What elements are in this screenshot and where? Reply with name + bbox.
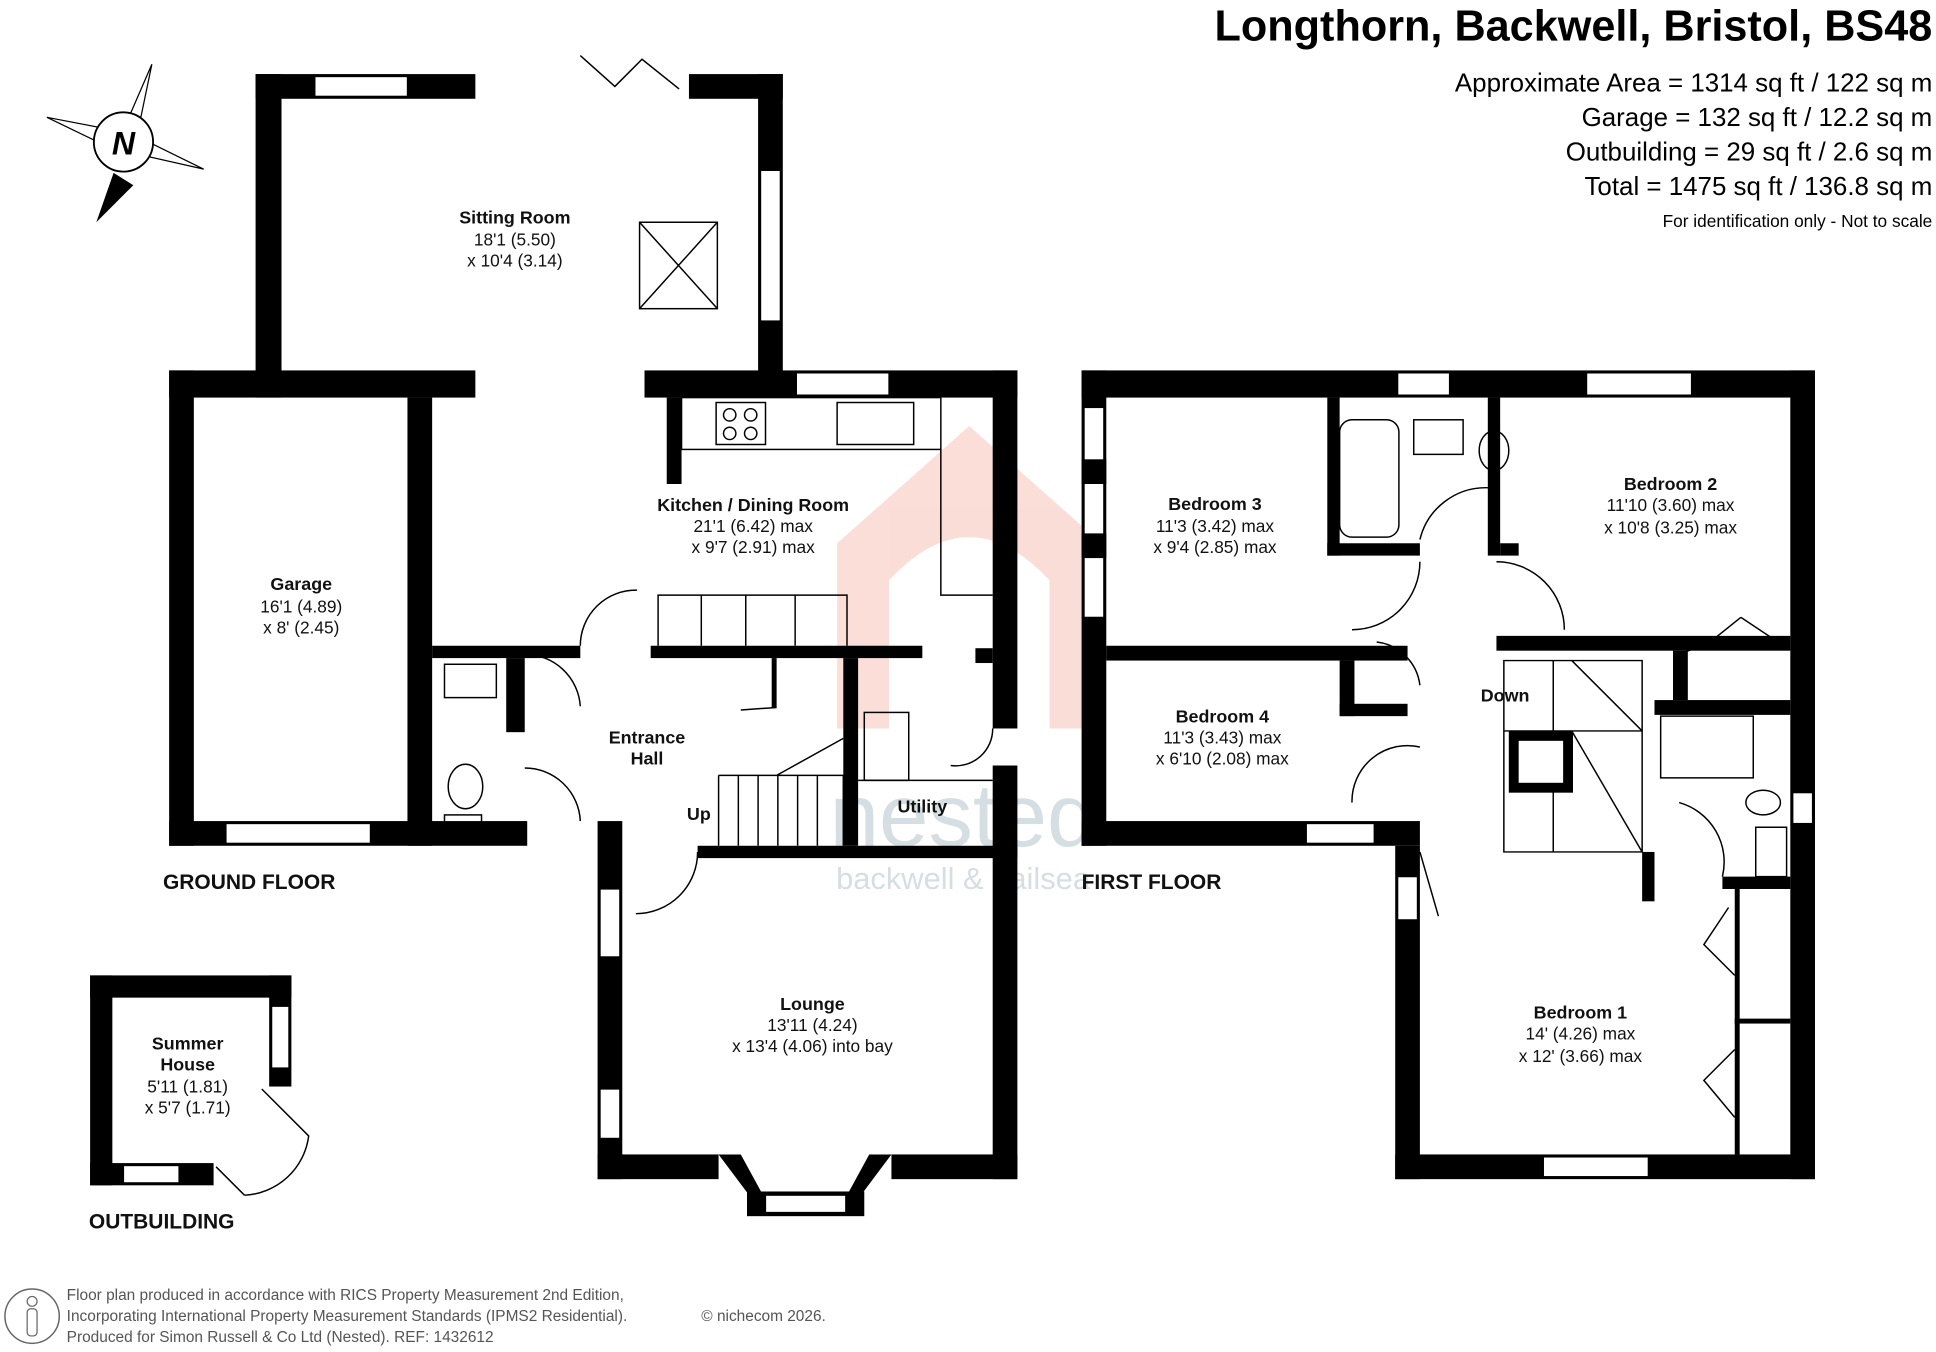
room-dim: 13'11 (4.24) — [767, 1015, 857, 1035]
ground-floor-walls — [169, 55, 1018, 1217]
room-dim: x 10'8 (3.25) max — [1604, 517, 1737, 537]
area-garage: Garage = 132 sq ft / 12.2 sq m — [1582, 104, 1933, 132]
room-dim: x 8' (2.45) — [263, 617, 339, 637]
room-bedroom-2: Bedroom 2 11'10 (3.60) max x 10'8 (3.25)… — [1604, 474, 1737, 537]
room-bedroom-4: Bedroom 4 11'3 (3.43) max x 6'10 (2.08) … — [1156, 706, 1289, 768]
room-dim: 11'3 (3.42) max — [1156, 516, 1275, 536]
room-dim: x 6'10 (2.08) max — [1156, 748, 1289, 768]
room-lounge: Lounge 13'11 (4.24) x 13'4 (4.06) into b… — [732, 994, 893, 1056]
room-summer-house: Summer House 5'11 (1.81) x 5'7 (1.71) — [145, 1033, 231, 1117]
room-bedroom-1: Bedroom 1 14' (4.26) max x 12' (3.66) ma… — [1519, 1003, 1643, 1066]
outbuilding-label: OUTBUILDING — [89, 1211, 235, 1234]
watermark-sub: backwell & nailsea — [836, 861, 1091, 896]
room-dim: 16'1 (4.89) — [260, 596, 342, 616]
room-entrance-hall: Entrance Hall — [609, 727, 686, 768]
room-dim: x 10'4 (3.14) — [467, 251, 562, 271]
disclaimer: For identification only - Not to scale — [1663, 211, 1933, 231]
room-name: Sitting Room — [459, 207, 570, 227]
area-total: Total = 1475 sq ft / 136.8 sq m — [1584, 173, 1932, 201]
room-name: House — [160, 1054, 215, 1074]
room-dim: 14' (4.26) max — [1525, 1024, 1635, 1044]
stairs-down-label: Down — [1481, 685, 1530, 705]
room-name: Kitchen / Dining Room — [657, 495, 849, 515]
room-kitchen: Kitchen / Dining Room 21'1 (6.42) max x … — [657, 495, 849, 557]
room-dim: x 13'4 (4.06) into bay — [732, 1036, 893, 1056]
room-garage: Garage 16'1 (4.89) x 8' (2.45) — [260, 574, 342, 637]
room-name: Hall — [631, 748, 664, 768]
area-approximate: Approximate Area = 1314 sq ft / 122 sq m — [1455, 69, 1932, 97]
footer-line-3: Produced for Simon Russell & Co Ltd (Nes… — [67, 1329, 494, 1346]
footer: Floor plan produced in accordance with R… — [4, 1287, 826, 1346]
room-name: Bedroom 4 — [1176, 706, 1269, 726]
room-name: Bedroom 3 — [1168, 494, 1261, 514]
outbuilding-walls — [90, 975, 310, 1196]
room-dim: 5'11 (1.81) — [147, 1077, 228, 1097]
room-sitting-room: Sitting Room 18'1 (5.50) x 10'4 (3.14) — [459, 207, 570, 270]
first-floor-walls — [1081, 370, 1815, 1180]
footer-copyright: © nichecom 2026. — [701, 1308, 826, 1325]
first-floor-label: FIRST FLOOR — [1082, 871, 1222, 894]
ground-floor-label: GROUND FLOOR — [163, 871, 335, 894]
room-name: Lounge — [780, 994, 845, 1014]
room-name: Summer — [152, 1033, 224, 1053]
room-dim: x 9'7 (2.91) max — [692, 537, 816, 557]
room-dim: x 9'4 (2.85) max — [1153, 537, 1277, 557]
property-title: Longthorn, Backwell, Bristol, BS48 — [1215, 3, 1933, 51]
room-dim: x 12' (3.66) max — [1519, 1046, 1643, 1066]
footer-line-1: Floor plan produced in accordance with R… — [67, 1287, 624, 1304]
room-name: Entrance — [609, 727, 686, 747]
room-bedroom-3: Bedroom 3 11'3 (3.42) max x 9'4 (2.85) m… — [1153, 494, 1277, 557]
footer-line-2: Incorporating International Property Mea… — [67, 1308, 628, 1325]
room-dim: 18'1 (5.50) — [474, 230, 556, 250]
room-dim: 11'3 (3.43) max — [1163, 727, 1282, 747]
room-utility: Utility — [897, 796, 947, 816]
room-name: Garage — [270, 574, 332, 594]
room-dim: 21'1 (6.42) max — [693, 516, 813, 536]
stairs-up-label: Up — [687, 804, 711, 824]
watermark-logo: nested backwell & nailsea — [830, 425, 1102, 896]
area-outbuilding: Outbuilding = 29 sq ft / 2.6 sq m — [1566, 139, 1933, 167]
room-name: Bedroom 2 — [1624, 474, 1717, 494]
room-dim: x 5'7 (1.71) — [145, 1098, 231, 1118]
person-icon — [4, 1288, 61, 1345]
room-name: Bedroom 1 — [1534, 1003, 1627, 1023]
room-dim: 11'10 (3.60) max — [1607, 495, 1735, 515]
compass-north-label: N — [112, 125, 136, 161]
compass-icon: N — [46, 63, 204, 223]
